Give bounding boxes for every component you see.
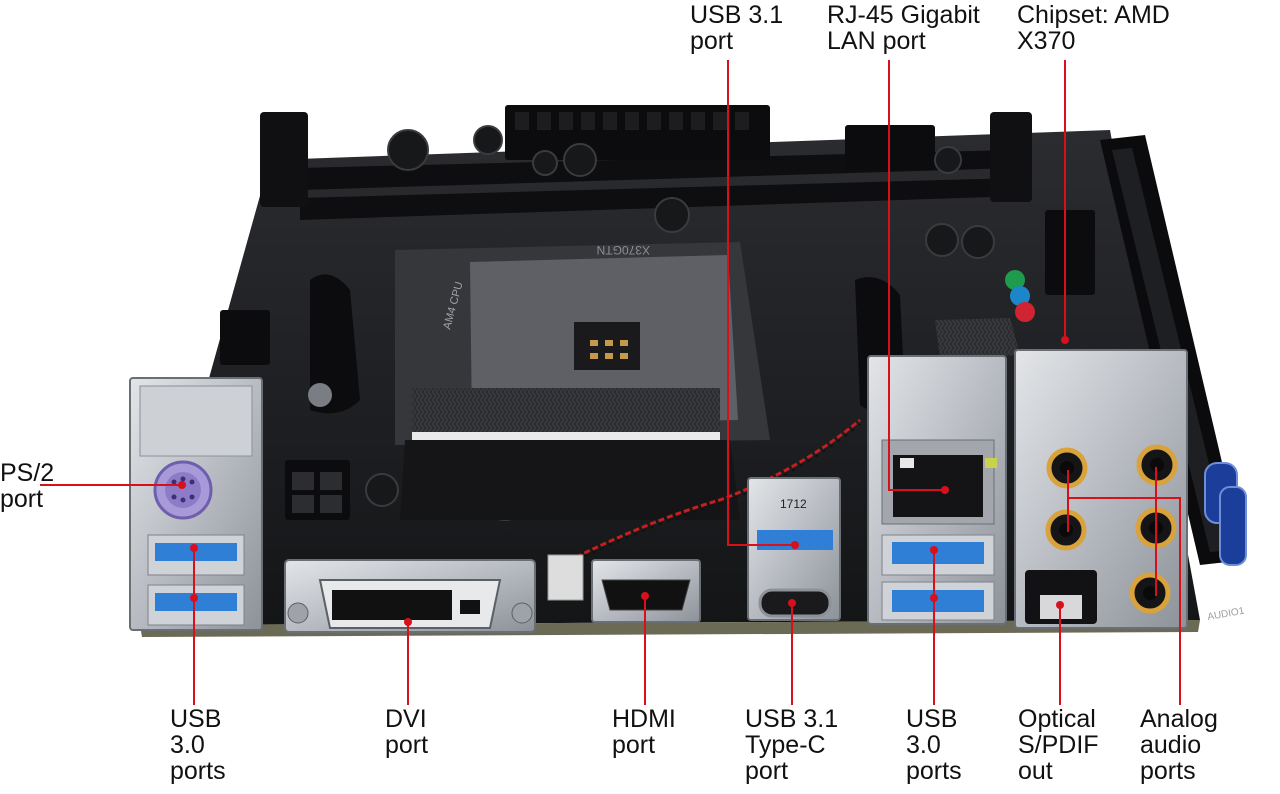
label-line: USB xyxy=(906,705,958,733)
label-line: S/PDIF xyxy=(1018,731,1099,759)
label-optical-spdif-out: Optical S/PDIF out xyxy=(1018,706,1099,784)
label-line: 3.0 xyxy=(170,731,205,759)
label-line: USB xyxy=(170,705,222,733)
audio-stack xyxy=(1014,349,1188,629)
label-line: out xyxy=(1018,757,1053,785)
callout-rj45 xyxy=(888,60,945,491)
label-dvi-port: DVI port xyxy=(385,706,428,758)
label-line: audio xyxy=(1140,731,1202,759)
label-line: ports xyxy=(906,757,962,785)
label-rj45-lan-port: RJ-45 Gigabit LAN port xyxy=(827,2,980,54)
label-line: LAN port xyxy=(827,27,926,55)
dvi-port-graphic xyxy=(284,559,536,633)
label-line: PS/2 xyxy=(0,459,55,487)
label-hdmi-port: HDMI port xyxy=(612,706,676,758)
label-line: HDMI xyxy=(612,705,676,733)
callout-audio xyxy=(1067,470,1181,705)
blue-capacitors xyxy=(1204,462,1247,566)
label-line: RJ-45 Gigabit xyxy=(827,1,980,29)
label-line: 3.0 xyxy=(906,731,941,759)
label-usb30-ports-left: USB 3.0 ports xyxy=(170,706,226,784)
board-model-label: X370GTN xyxy=(597,243,650,257)
label-line: port xyxy=(612,731,656,759)
io-stack-ps2-usb xyxy=(129,377,263,631)
label-chipset: Chipset: AMD X370 xyxy=(1017,2,1170,54)
chipset-heatsink xyxy=(935,318,1020,358)
label-line: port xyxy=(690,27,734,55)
label-analog-audio-ports: Analog audio ports xyxy=(1140,706,1218,784)
label-line: Optical xyxy=(1018,705,1096,733)
label-usb31-port: USB 3.1 port xyxy=(690,2,783,54)
label-line: Chipset: AMD xyxy=(1017,1,1170,29)
usb31-stack: 1712 xyxy=(747,477,841,621)
vrm-heatsink xyxy=(400,388,740,520)
label-usb30-ports-right: USB 3.0 ports xyxy=(906,706,962,784)
callout-usb31-top xyxy=(727,60,795,546)
label-line: port xyxy=(0,485,44,513)
label-usb31-typec-port: USB 3.1 Type-C port xyxy=(745,706,838,784)
label-line: port xyxy=(745,757,789,785)
ram-slots xyxy=(260,112,1032,220)
label-line: ports xyxy=(1140,757,1196,785)
label-line: port xyxy=(385,731,429,759)
callout-dots xyxy=(178,336,1069,626)
sata-connector-right xyxy=(1045,210,1095,295)
label-line: DVI xyxy=(385,705,427,733)
label-line: USB 3.1 xyxy=(745,705,839,733)
label-line: Type-C xyxy=(745,731,826,759)
cooler-bracket-left xyxy=(310,274,360,414)
label-line: USB 3.1 xyxy=(690,1,784,29)
label-line: ports xyxy=(170,757,226,785)
callout-lines xyxy=(40,60,1181,705)
wire xyxy=(559,418,861,567)
label-line: Analog xyxy=(1140,705,1218,733)
label-ps2-port: PS/2 port xyxy=(0,460,54,512)
audio-tag-label: AUDIO1 xyxy=(1207,606,1246,623)
usb-tag-label: 1712 xyxy=(780,497,807,511)
label-line: X370 xyxy=(1017,27,1076,55)
